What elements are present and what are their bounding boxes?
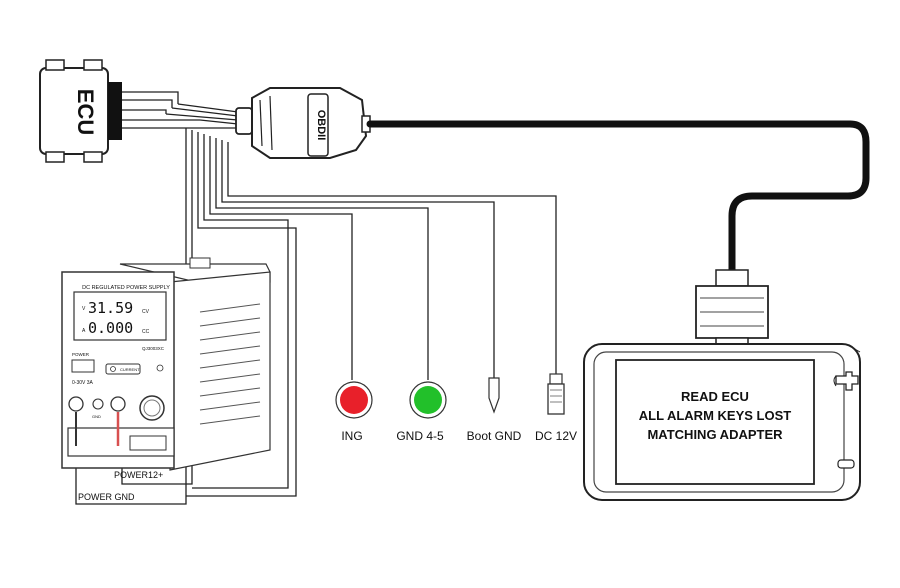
dpad-icon[interactable] [835, 371, 859, 391]
psu-power-switch[interactable] [71, 359, 95, 373]
connector-dc12v: DC 12V [535, 373, 577, 443]
db-connector [695, 269, 769, 349]
psu-current-value: 0.000 [88, 319, 133, 337]
psu-current-unit: A [82, 328, 86, 334]
connector-ing: ING [335, 381, 373, 443]
connector-gnd45: GND 4-5 [396, 381, 447, 443]
obd-connector: OBDII [235, 87, 371, 159]
ecu-obd-wires [122, 91, 239, 129]
psu-current-button-label: CURRENT [120, 367, 140, 372]
psu-current-button[interactable] [105, 363, 141, 375]
gnd45-indicator [414, 386, 442, 414]
ecu-label: ECU [73, 89, 98, 135]
psu-voltage-unit: V [82, 306, 86, 312]
ing-label: ING [341, 429, 362, 443]
psu-current-mode: CC [142, 329, 150, 335]
adapter-device: READ ECU ALL ALARM KEYS LOST MATCHING AD… [583, 343, 861, 501]
bootgnd-label: Boot GND [467, 429, 522, 443]
psu-header: DC REGULATED POWER SUPPLY [82, 285, 170, 291]
adapter-line-2: ALL ALARM KEYS LOST [639, 408, 791, 423]
psu-terminal-negative[interactable] [68, 396, 84, 412]
ing-indicator [340, 386, 368, 414]
psu-voltage-value: 31.59 [88, 299, 133, 317]
obd-label: OBDII [315, 110, 327, 141]
psu-voltage-mode: CV [142, 309, 150, 315]
adapter-button[interactable] [837, 459, 855, 469]
dc12v-label: DC 12V [535, 429, 577, 443]
power12-label: POWER12+ [114, 470, 163, 480]
psu-terminal-gnd[interactable] [92, 398, 104, 410]
psu-gnd-label: GND [92, 414, 101, 419]
connector-bootgnd: Boot GND [467, 377, 522, 443]
power-supply: DC REGULATED POWER SUPPLY V 31.59 CV A 0… [61, 257, 271, 471]
powergnd-label: POWER GND [78, 492, 135, 502]
adapter-screen [615, 359, 815, 485]
adapter-line-1: READ ECU [681, 389, 749, 404]
main-cable [366, 120, 870, 276]
gnd45-label: GND 4-5 [396, 429, 444, 443]
psu-power-label: POWER [72, 352, 90, 357]
psu-range-label: 0-30V 3A [72, 380, 94, 386]
adapter-line-3: MATCHING ADAPTER [647, 427, 783, 442]
psu-terminal-positive[interactable] [110, 396, 126, 412]
psu-model: QJ3003XC [142, 346, 165, 351]
ecu-module: ECU [39, 59, 122, 163]
